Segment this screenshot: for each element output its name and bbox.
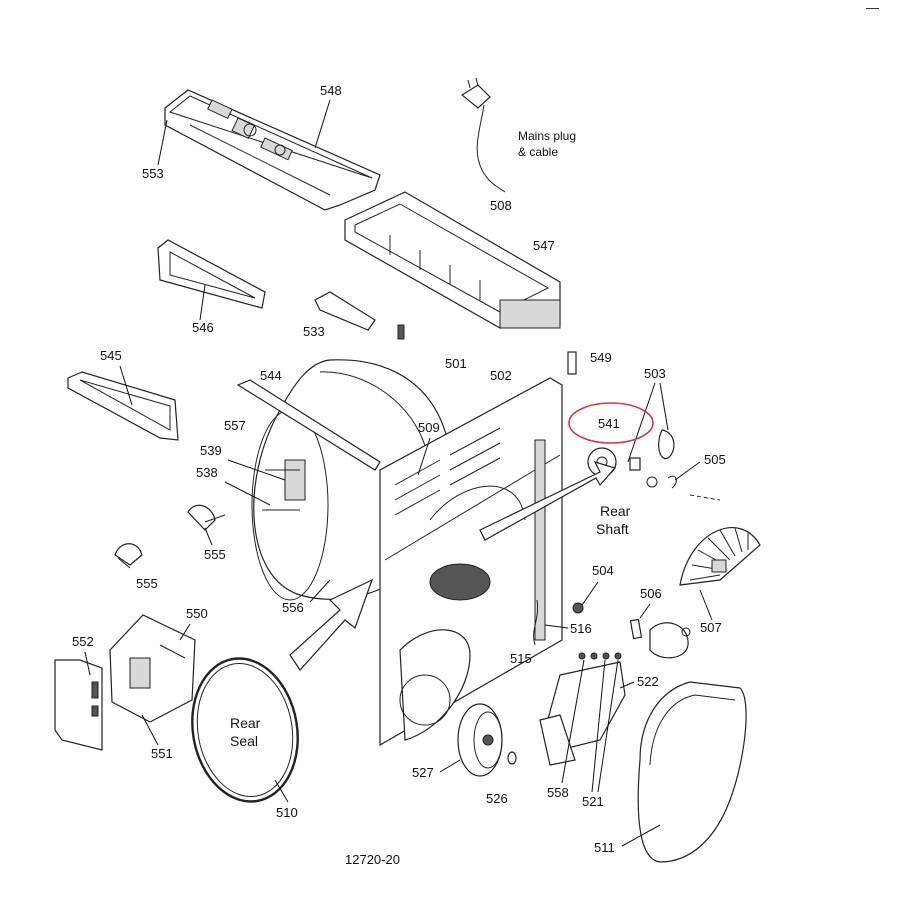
impeller-527 xyxy=(457,703,503,777)
caption-mains-line1: Mains plug xyxy=(518,129,576,143)
fan-segment-507 xyxy=(679,527,761,586)
part-label-516: 516 xyxy=(570,621,592,636)
motor-part xyxy=(649,622,689,659)
part-label-508: 508 xyxy=(490,198,512,213)
control-panel-548 xyxy=(164,89,381,211)
part-label-507: 507 xyxy=(700,620,722,635)
bracket-555b xyxy=(114,543,143,569)
part-label-541: 541 xyxy=(598,416,620,431)
part-label-558: 558 xyxy=(547,785,569,800)
part-label-538: 538 xyxy=(196,465,218,480)
part-label-533: 533 xyxy=(303,324,325,339)
part-label-555b: 555 xyxy=(136,576,158,591)
mains-plug-508 xyxy=(460,77,506,193)
part-label-511: 511 xyxy=(594,840,615,855)
part-label-550: 550 xyxy=(186,606,208,621)
heater-housing-547 xyxy=(344,191,561,329)
bracket-533 xyxy=(314,291,405,340)
part-label-556: 556 xyxy=(282,600,304,615)
part-label-548: 548 xyxy=(320,83,342,98)
part-label-539: 539 xyxy=(200,443,222,458)
caption-rear-seal-line1: Rear xyxy=(230,715,261,731)
part-label-527: 527 xyxy=(412,765,434,780)
highlight-ring-541 xyxy=(568,402,654,444)
arrow-rear-shaft xyxy=(479,461,617,541)
drawing-number: 12720-20 xyxy=(345,852,400,867)
bracket-546 xyxy=(157,239,266,309)
part-label-552: 552 xyxy=(72,634,94,649)
part-label-546: 546 xyxy=(192,320,214,335)
part-label-545: 545 xyxy=(100,348,122,363)
part-label-510: 510 xyxy=(276,805,298,820)
part-label-506: 506 xyxy=(640,586,662,601)
part-label-549: 549 xyxy=(590,350,612,365)
module-552 xyxy=(54,659,103,751)
part-label-503: 503 xyxy=(644,366,666,381)
part-label-521: 521 xyxy=(582,794,604,809)
pcb-550 xyxy=(109,614,196,723)
part-label-501: 501 xyxy=(445,356,467,371)
pin-506 xyxy=(629,618,643,640)
part-label-544: 544 xyxy=(260,368,282,383)
bush-526 xyxy=(507,751,517,765)
part-label-547: 547 xyxy=(533,238,555,253)
part-label-504: 504 xyxy=(592,563,614,578)
part-label-515: 515 xyxy=(510,651,532,666)
caption-rear-shaft-line2: Shaft xyxy=(596,521,629,537)
caption-rear-shaft-line1: Rear xyxy=(600,503,631,519)
lint-cover-545 xyxy=(67,371,179,441)
rear-seal-510 xyxy=(191,657,299,803)
heater-element-522 xyxy=(539,652,626,766)
cover-511 xyxy=(637,681,747,863)
rear-panel-509 xyxy=(379,377,563,747)
pin-549 xyxy=(567,351,577,375)
part-label-509: 509 xyxy=(418,420,440,435)
part-label-505: 505 xyxy=(704,452,726,467)
part-label-555a: 555 xyxy=(204,547,226,562)
caption-mains-line2: & cable xyxy=(518,145,558,159)
part-label-526: 526 xyxy=(486,791,508,806)
part-label-522: 522 xyxy=(637,674,659,689)
nut-504 xyxy=(572,602,584,614)
caption-rear-seal-line2: Seal xyxy=(230,733,258,749)
bracket-555a xyxy=(187,504,226,531)
hose-516 xyxy=(533,599,539,646)
part-label-553: 553 xyxy=(142,166,164,181)
part-label-502: 502 xyxy=(490,368,512,383)
part-label-551: 551 xyxy=(151,746,173,761)
strap-557 xyxy=(236,379,381,471)
part-label-557: 557 xyxy=(224,418,246,433)
minimize-icon[interactable]: — xyxy=(866,0,879,15)
arrow-to-panel xyxy=(289,578,374,671)
